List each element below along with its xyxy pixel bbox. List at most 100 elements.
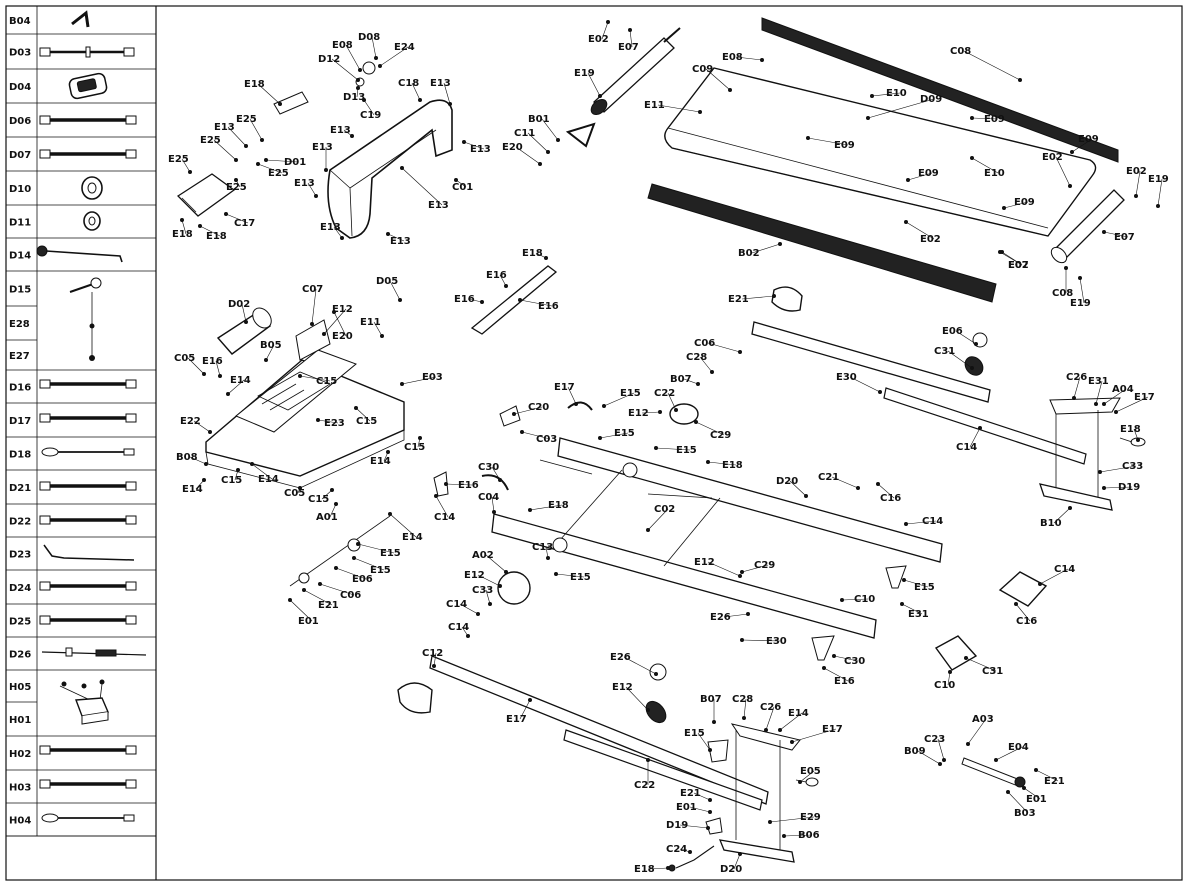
callout-c17: C17	[224, 212, 255, 229]
callout-label: E25	[226, 182, 247, 193]
callout-label: E16	[834, 676, 855, 687]
callout-label: D05	[376, 276, 398, 287]
callout-label: C14	[434, 512, 455, 523]
part-c04	[481, 474, 509, 491]
callout-e14: E14	[370, 450, 391, 467]
motor-cover-c01	[327, 99, 453, 239]
callout-e18: E18	[706, 460, 743, 471]
callout-e25: E25	[256, 162, 289, 179]
end-cap-c12	[934, 635, 978, 671]
callout-label: E15	[684, 728, 705, 739]
callout-label: C06	[694, 338, 715, 349]
callout-label: E15	[914, 582, 935, 593]
callout-label: E17	[1134, 392, 1155, 403]
callout-label: E26	[710, 612, 731, 623]
callout-label: C14	[448, 622, 469, 633]
callout-label: C22	[654, 388, 675, 399]
roller-c29-bottom	[497, 571, 531, 605]
base-frame-a01	[205, 349, 405, 489]
callout-d20: D20	[720, 852, 742, 875]
part-c03	[499, 405, 521, 427]
callout-label: C30	[478, 462, 499, 473]
callout-label: C13	[532, 542, 553, 553]
callout-e15: E15	[684, 728, 712, 752]
callout-e11: E11	[360, 317, 384, 338]
callout-label: B09	[904, 746, 926, 757]
callout-label: E03	[422, 372, 443, 383]
panel-c17	[176, 173, 236, 217]
callout-e14: E14	[388, 512, 423, 543]
legend-code: D10	[9, 184, 31, 195]
callout-label: B10	[1040, 518, 1062, 529]
callout-label: E17	[506, 714, 527, 725]
callout-c24: C24	[666, 844, 692, 855]
callout-label: E19	[1070, 298, 1091, 309]
foot-c21-right	[1039, 483, 1113, 511]
callout-label: E13	[470, 144, 491, 155]
callout-c05: C05	[284, 486, 305, 499]
label-c18	[273, 91, 309, 115]
callout-label: E20	[332, 331, 353, 342]
foot-c22-right	[1049, 397, 1121, 415]
callout-label: C18	[398, 78, 419, 89]
callout-label: E11	[360, 317, 381, 328]
callout-label: E12	[628, 408, 649, 419]
callout-label: E05	[800, 766, 821, 777]
callout-label: E30	[836, 372, 857, 383]
callout-label: E12	[612, 682, 633, 693]
callout-label: C31	[982, 666, 1003, 677]
upright-a04	[751, 321, 991, 403]
callout-label: E02	[1126, 166, 1147, 177]
callout-c14: C14	[446, 599, 480, 616]
callout-e10: E10	[970, 156, 1005, 179]
callout-label: C33	[472, 585, 493, 596]
callout-c11: C11	[514, 128, 550, 154]
callout-c22: C22	[654, 388, 678, 412]
callout-e15: E15	[598, 428, 635, 440]
callout-label: E13	[320, 222, 341, 233]
callout-label: E08	[332, 40, 353, 51]
callout-c29: C29	[694, 420, 731, 441]
callout-label: C14	[922, 516, 943, 527]
callout-e16: E16	[444, 480, 479, 491]
callout-a03: A03	[966, 714, 994, 746]
callout-label: E15	[676, 445, 697, 456]
callout-label: E09	[1014, 197, 1035, 208]
part-c02	[433, 471, 449, 497]
part-c20	[567, 401, 593, 411]
callout-c04: C04	[478, 492, 499, 514]
callout-e02: E02	[1042, 152, 1072, 188]
callout-label: E21	[680, 788, 701, 799]
legend-code: D07	[9, 150, 31, 161]
callout-label: E18	[244, 79, 265, 90]
callout-e15: E15	[654, 445, 697, 456]
callout-c10: C10	[840, 594, 875, 605]
callout-label: C08	[1052, 288, 1073, 299]
callout-label: D12	[318, 54, 340, 65]
callout-e17: E17	[1114, 392, 1155, 414]
callout-label: E22	[180, 416, 201, 427]
callout-label: E07	[1114, 232, 1135, 243]
callout-b05: B05	[260, 340, 282, 362]
callout-label: E30	[766, 636, 787, 647]
callout-c09: C09	[692, 64, 732, 92]
callout-label: E25	[268, 168, 289, 179]
callout-c14: C14	[904, 516, 943, 527]
callout-label: E17	[554, 382, 575, 393]
callout-c31: C31	[934, 346, 974, 370]
callout-e09: E09	[906, 168, 939, 182]
callout-label: E31	[908, 609, 929, 620]
callout-e16: E16	[202, 356, 223, 378]
callout-e05: E05	[798, 766, 821, 784]
callout-label: E15	[570, 572, 591, 583]
callout-c15: C15	[354, 406, 377, 427]
callout-e12: E12	[464, 570, 502, 588]
callout-label: E14	[402, 532, 423, 543]
callout-label: E26	[610, 652, 631, 663]
board-d02	[295, 319, 331, 361]
callout-e13: E13	[320, 222, 344, 240]
legend-code: D16	[9, 383, 31, 394]
callout-c05: C05	[174, 353, 206, 376]
legend-code: D14	[9, 251, 31, 262]
callout-e03: E03	[400, 372, 443, 386]
